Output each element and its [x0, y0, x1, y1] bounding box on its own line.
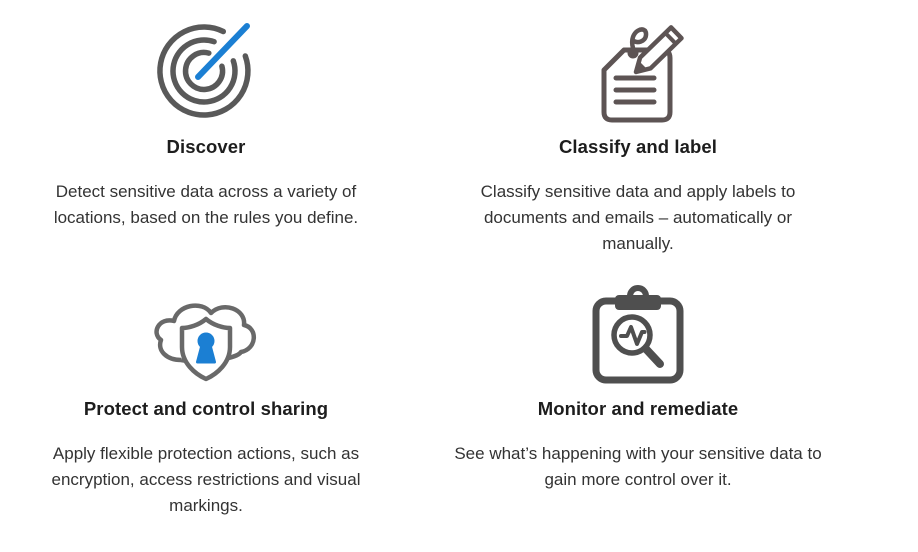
feature-title: Discover: [166, 136, 246, 157]
feature-title: Protect and control sharing: [83, 398, 329, 419]
radar-target-pencil-icon: [152, 12, 260, 124]
feature-title: Classify and label: [558, 136, 718, 157]
label-tag-pencil-icon: [582, 12, 694, 124]
feature-description: Detect sensitive data across a variety o…: [53, 182, 359, 227]
feature-card-discover: Discover Detect sensitive data across a …: [8, 0, 404, 276]
feature-title: Monitor and remediate: [537, 398, 739, 419]
feature-card-classify: Classify and label Classify sensitive da…: [440, 0, 836, 276]
feature-description: Classify sensitive data and apply labels…: [480, 182, 796, 253]
cloud-shield-lock-icon: [145, 282, 267, 386]
feature-description: Apply flexible protection actions, such …: [51, 444, 361, 515]
clipboard-magnifier-pulse-icon: [586, 282, 690, 386]
feature-card-monitor: Monitor and remediate See what’s happeni…: [440, 276, 836, 552]
feature-description: See what’s happening with your sensitive…: [454, 444, 822, 489]
feature-card-protect: Protect and control sharing Apply flexib…: [8, 276, 404, 552]
